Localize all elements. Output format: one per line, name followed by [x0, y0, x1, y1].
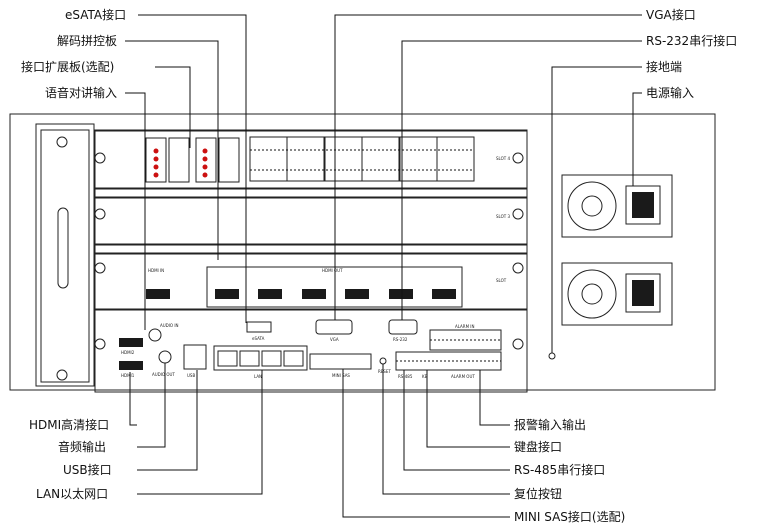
callout-decode-board: 解码拼控板	[57, 34, 117, 48]
slot3-label: SLOT 3	[496, 214, 510, 219]
lan-ports	[213, 345, 308, 371]
rs485-kb-alarm-terminals	[395, 329, 502, 371]
hdmi2-port	[119, 338, 143, 347]
callout-expansion-board: 接口扩展板(选配)	[21, 59, 114, 74]
callout-lan: LAN以太网口	[36, 486, 108, 501]
rs232-port	[388, 319, 418, 335]
power-supply-lower	[561, 262, 673, 326]
esata-port	[246, 321, 272, 333]
callout-reset: 复位按钮	[514, 486, 562, 501]
callout-power-input: 电源输入	[646, 85, 694, 100]
callout-audio-out: 音频输出	[58, 439, 106, 454]
slot4-card: SLOT 4	[94, 130, 528, 189]
callout-alarm-io: 报警输入输出	[514, 417, 586, 432]
rs232-label: RS-232	[393, 337, 408, 342]
reset-label: RESET	[378, 369, 391, 374]
led-indicators	[145, 137, 240, 183]
hdmi-in-label: HDMI IN	[148, 268, 164, 273]
callout-esata: eSATA接口	[65, 7, 126, 22]
callout-voice-input: 语音对讲输入	[45, 85, 117, 100]
vga-label: VGA	[330, 337, 339, 342]
callout-lines	[125, 14, 642, 518]
hdmi2-label: HDMI2	[121, 350, 135, 355]
alarm-out-label: ALARM OUT	[451, 374, 475, 379]
alarm-terminal-blocks	[249, 136, 475, 182]
vga-port	[315, 319, 353, 335]
hdmi1-port	[119, 361, 143, 370]
callout-keyboard: 键盘接口	[514, 439, 562, 454]
esata-label: eSATA	[252, 336, 265, 341]
audio-out-label: AUDIO OUT	[152, 372, 175, 377]
usb-ports	[183, 344, 207, 370]
audio-in-label: AUDIO IN	[160, 323, 179, 328]
slot1-main-board: eSATA VGA RS-232 AUDIO IN AUDIO OUT HDMI…	[94, 309, 528, 391]
power-supply-upper	[561, 174, 673, 238]
slot2-label: SLOT	[496, 278, 507, 283]
mini-sas-port	[309, 353, 372, 370]
rs485-label: RS-485	[398, 374, 413, 379]
slot4-label: SLOT 4	[496, 156, 510, 161]
lan-label: LAN	[254, 374, 262, 379]
ground-terminal	[548, 352, 556, 360]
callout-rs485: RS-485串行接口	[514, 462, 605, 477]
slot2-card: HDMI IN HDMI OUT SLOT	[94, 244, 528, 310]
callout-hdmi: HDMI高清接口	[29, 417, 109, 432]
kb-label: KB	[422, 374, 428, 379]
audio-in-jack	[148, 328, 162, 342]
callout-usb: USB接口	[63, 462, 112, 477]
mini-sas-label: MINI SAS	[332, 373, 350, 378]
reset-button	[379, 357, 387, 365]
alarm-in-label: ALARM IN	[455, 324, 474, 329]
callout-ground: 接地端	[646, 59, 682, 74]
slot3-card: SLOT 3	[94, 188, 528, 245]
callout-mini-sas: MINI SAS接口(选配)	[514, 509, 625, 524]
hdmi1-label: HDMI1	[121, 373, 135, 378]
callout-rs232: RS-232串行接口	[646, 33, 737, 48]
audio-out-jack	[158, 350, 172, 364]
callout-vga: VGA接口	[646, 7, 696, 22]
hdmi-in-port	[146, 289, 170, 299]
left-handle	[35, 123, 95, 387]
usb-label: USB	[187, 373, 195, 378]
hdmi-out-label: HDMI OUT	[322, 268, 343, 273]
